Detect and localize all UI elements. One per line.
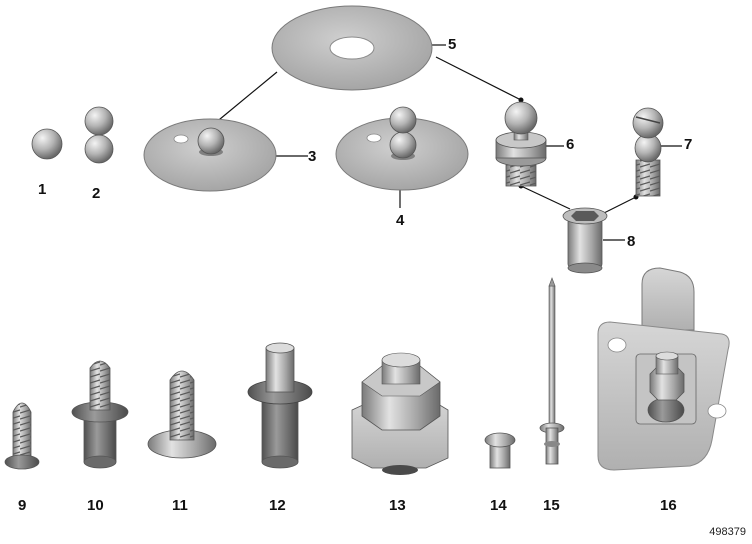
part-1-ball: [31, 128, 63, 160]
part-label-9: 9: [18, 497, 27, 514]
part-label-6: 6: [566, 136, 575, 153]
part-16-bracket: [597, 267, 730, 471]
part-4-disc-with-double-ball: [335, 106, 469, 191]
part-label-13: 13: [389, 497, 406, 514]
part-3-disc-with-ball: [143, 118, 277, 192]
part-label-16: 16: [660, 497, 677, 514]
part-label-4: 4: [396, 212, 405, 229]
part-9-tapping-screw: [4, 402, 40, 470]
part-11-flange-bolt: [147, 370, 217, 459]
part-label-10: 10: [87, 497, 104, 514]
part-13-nut-plate: [351, 352, 449, 475]
part-label-15: 15: [543, 497, 560, 514]
part-7-ball-stud-threaded: [632, 107, 664, 197]
part-label-7: 7: [684, 136, 693, 153]
part-15-blind-rivet: [539, 277, 565, 465]
diagram-reference-number: 498379: [709, 526, 746, 538]
part-label-12: 12: [269, 497, 286, 514]
part-2-double-ball: [84, 106, 114, 164]
part-12-pin-sleeve: [247, 342, 313, 469]
part-14-small-pin: [484, 432, 516, 469]
part-label-3: 3: [308, 148, 317, 165]
part-label-5: 5: [448, 36, 457, 53]
part-label-8: 8: [627, 233, 636, 250]
part-label-14: 14: [490, 497, 507, 514]
part-5-washer: [271, 5, 433, 91]
part-label-1: 1: [38, 181, 47, 198]
part-6-ball-stud: [495, 101, 547, 187]
part-label-2: 2: [92, 185, 101, 202]
part-8-rivet-nut: [562, 207, 608, 274]
part-10-threaded-stud: [71, 360, 129, 469]
part-label-11: 11: [172, 497, 188, 514]
